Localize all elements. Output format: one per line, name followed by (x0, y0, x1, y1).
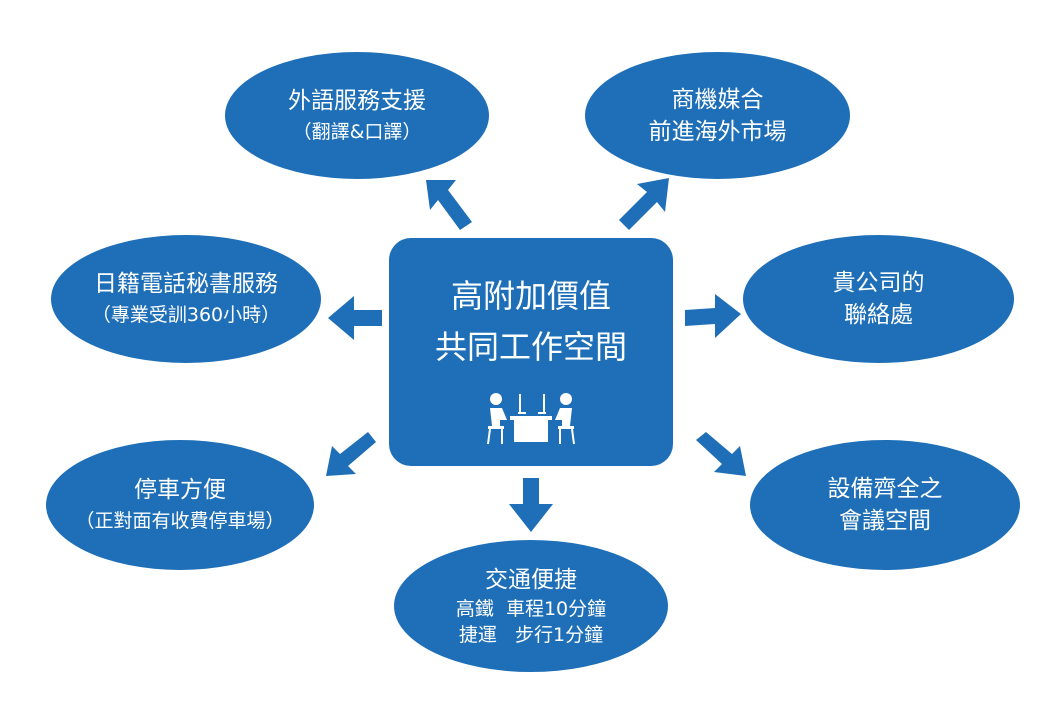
node-subtitle: （專業受訓360小時） (91, 304, 281, 326)
node-title: 交通便捷 (485, 567, 577, 593)
node-title: 停車方便 (134, 477, 226, 503)
arrow-down-icon (509, 478, 553, 532)
arrow-up-right-icon (619, 178, 669, 230)
node-title: 日籍電話秘書服務 (94, 271, 278, 297)
arrow-right-icon (685, 294, 741, 338)
node-subtitle-line1: 高鐵 車程10分鐘 (455, 598, 607, 620)
arrow-left-icon (328, 296, 382, 340)
center-coworking-box: 高附加價值 共同工作空間 (389, 238, 673, 466)
node-title: 外語服務支援 (288, 87, 426, 114)
node-parking: 停車方便 （正對面有收費停車場） (46, 440, 314, 570)
node-title: 商機媒合 (671, 86, 764, 113)
node-transport: 交通便捷 高鐵 車程10分鐘 捷運 步行1分鐘 (394, 540, 668, 672)
node-subtitle-line2: 捷運 步行1分鐘 (458, 624, 604, 646)
node-facilities: 設備齊全之 會議空間 (750, 440, 1020, 570)
center-title-line2: 共同工作空間 (434, 328, 627, 366)
node-subtitle: 前進海外市場 (648, 118, 787, 145)
arrow-down-right-icon (696, 432, 746, 476)
node-subtitle: （正對面有收費停車場） (75, 510, 285, 532)
node-subtitle: 聯絡處 (844, 302, 913, 328)
node-secretary: 日籍電話秘書服務 （專業受訓360小時） (51, 235, 321, 363)
arrow-up-left-icon (426, 180, 472, 230)
node-subtitle: 會議空間 (839, 508, 931, 534)
node-contact-office: 貴公司的 聯絡處 (743, 235, 1014, 363)
coworking-people-icon (487, 393, 575, 445)
node-business-matching: 商機媒合 前進海外市場 (585, 52, 850, 179)
node-subtitle: （翻譯&口譯） (292, 120, 422, 143)
node-foreign-language: 外語服務支援 （翻譯&口譯） (225, 52, 489, 179)
arrow-down-left-icon (326, 432, 376, 476)
center-title-line1: 高附加價值 (450, 277, 611, 315)
node-title: 貴公司的 (832, 270, 925, 296)
node-title: 設備齊全之 (827, 476, 943, 502)
